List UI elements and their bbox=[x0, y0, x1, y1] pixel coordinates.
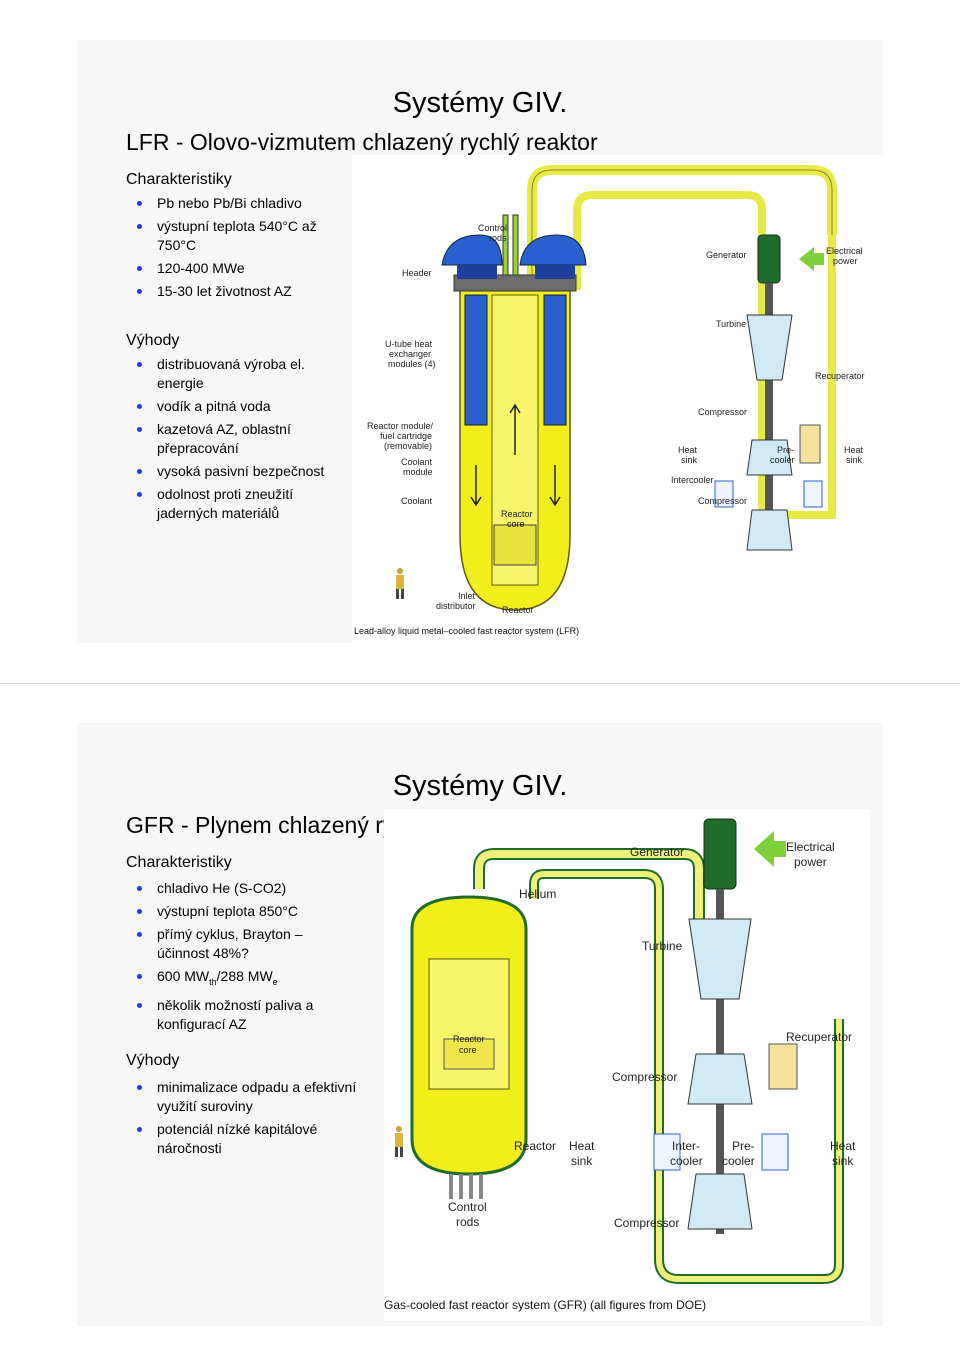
list-item: odolnost proti zneužití jaderných materi… bbox=[126, 485, 326, 523]
svg-text:cooler: cooler bbox=[770, 455, 795, 465]
slide-lfr: Systémy GIV. LFR - Olovo-vizmutem chlaze… bbox=[77, 40, 883, 643]
slide-title: Systémy GIV. bbox=[392, 770, 568, 802]
slide-subtitle: LFR - Olovo-vizmutem chlazený rychlý rea… bbox=[126, 129, 598, 155]
list-item: chladivo He (S-CO2) bbox=[126, 879, 331, 898]
list-item: 120-400 MWe bbox=[126, 259, 351, 278]
list-item: 15-30 let životnost AZ bbox=[126, 282, 351, 301]
label-heat-sink: Heat bbox=[844, 445, 864, 455]
characteristics-list: Pb nebo Pb/Bi chladivo výstupní teplota … bbox=[126, 194, 351, 305]
label-reactor-core: Reactor bbox=[501, 509, 533, 519]
advantages-heading: Výhody bbox=[126, 1052, 180, 1069]
label-precooler: Pre- bbox=[777, 445, 794, 455]
page-divider bbox=[0, 683, 960, 684]
svg-text:sink: sink bbox=[832, 1154, 854, 1168]
svg-text:sink: sink bbox=[681, 455, 698, 465]
label-intercooler: Inter- bbox=[672, 1139, 700, 1153]
svg-text:cooler: cooler bbox=[722, 1154, 755, 1168]
label-header: Header bbox=[402, 268, 432, 278]
label-electrical-power: Electrical bbox=[786, 840, 835, 854]
label-compressor: Compressor bbox=[612, 1070, 677, 1084]
list-item: 600 MWth/288 MWe bbox=[126, 967, 331, 992]
label-inlet: Inlet bbox=[458, 591, 476, 601]
list-item: distribuovaná výroba el. energie bbox=[126, 355, 326, 393]
figure-caption: Lead-alloy liquid metal–cooled fast reac… bbox=[354, 626, 579, 636]
label-precooler: Pre- bbox=[732, 1139, 755, 1153]
advantages-list: minimalizace odpadu a efektivní využití … bbox=[126, 1078, 376, 1162]
list-item: několik možností paliva a konfigurací AZ bbox=[126, 996, 331, 1034]
label-recuperator: Recuperator bbox=[786, 1030, 852, 1044]
svg-text:(removable): (removable) bbox=[384, 441, 432, 451]
svg-text:core: core bbox=[459, 1045, 477, 1055]
characteristics-list: chladivo He (S-CO2) výstupní teplota 850… bbox=[126, 879, 331, 1038]
list-item: Pb nebo Pb/Bi chladivo bbox=[126, 194, 351, 213]
list-item: přímý cyklus, Brayton – účinnost 48%? bbox=[126, 925, 331, 963]
label-reactor-core: Reactor bbox=[453, 1034, 485, 1044]
characteristics-heading: Charakteristiky bbox=[126, 171, 232, 188]
svg-text:power: power bbox=[833, 256, 858, 266]
label-compressor: Compressor bbox=[614, 1216, 679, 1230]
list-item: minimalizace odpadu a efektivní využití … bbox=[126, 1078, 376, 1116]
svg-text:sink: sink bbox=[571, 1154, 593, 1168]
label-heat-sink: Heat bbox=[678, 445, 698, 455]
label-turbine: Turbine bbox=[642, 939, 683, 953]
label-u-tube: U-tube heat bbox=[385, 339, 433, 349]
advantages-list: distribuovaná výroba el. energie vodík a… bbox=[126, 355, 326, 527]
list-item: výstupní teplota 540°C až 750°C bbox=[126, 217, 327, 255]
label-compressor: Compressor bbox=[698, 496, 747, 506]
svg-text:fuel cartridge: fuel cartridge bbox=[380, 431, 432, 441]
label-electrical-power: Electrical bbox=[826, 246, 863, 256]
label-coolant-module: Coolant bbox=[401, 457, 433, 467]
label-control-rods: Control bbox=[448, 1200, 487, 1214]
label-control-rods: Control bbox=[478, 223, 507, 233]
list-item: vysoká pasivní bezpečnost bbox=[126, 462, 326, 481]
characteristics-heading: Charakteristiky bbox=[126, 854, 232, 871]
svg-text:cooler: cooler bbox=[670, 1154, 703, 1168]
label-coolant: Coolant bbox=[401, 496, 433, 506]
label-reactor: Reactor bbox=[514, 1139, 556, 1153]
svg-text:core: core bbox=[507, 519, 525, 529]
svg-text:sink: sink bbox=[846, 455, 863, 465]
svg-text:module: module bbox=[403, 467, 433, 477]
lfr-diagram: Header Control rods U-tube heat exchange… bbox=[352, 155, 883, 643]
list-item: vodík a pitná voda bbox=[126, 397, 326, 416]
svg-text:rods: rods bbox=[489, 233, 507, 243]
label-helium: Helium bbox=[519, 887, 556, 901]
label-heat-sink: Heat bbox=[830, 1139, 856, 1153]
svg-text:power: power bbox=[794, 855, 827, 869]
label-turbine: Turbine bbox=[716, 319, 746, 329]
label-generator: Generator bbox=[706, 250, 747, 260]
slide-title: Systémy GIV. bbox=[392, 87, 568, 119]
label-compressor: Compressor bbox=[698, 407, 747, 417]
label-generator: Generator bbox=[630, 845, 684, 859]
list-item: potenciál nízké kapitálové náročnosti bbox=[126, 1120, 376, 1158]
gfr-diagram: Generator Electrical power Helium Turbin… bbox=[384, 809, 870, 1321]
svg-text:distributor: distributor bbox=[436, 601, 476, 611]
svg-text:exchanger: exchanger bbox=[389, 349, 431, 359]
list-item: kazetová AZ, oblastní přepracování bbox=[126, 420, 326, 458]
svg-text:rods: rods bbox=[456, 1215, 479, 1229]
figure-caption: Gas-cooled fast reactor system (GFR) (al… bbox=[384, 1298, 706, 1312]
label-heat-sink: Heat bbox=[569, 1139, 595, 1153]
list-item: výstupní teplota 850°C bbox=[126, 902, 331, 921]
label-reactor: Reactor bbox=[502, 605, 534, 615]
slide-gfr: Systémy GIV. GFR - Plynem chlazený rychl… bbox=[77, 723, 883, 1326]
label-recuperator: Recuperator bbox=[815, 371, 865, 381]
label-reactor-module: Reactor module/ bbox=[367, 421, 434, 431]
advantages-heading: Výhody bbox=[126, 332, 180, 349]
label-intercooler: Intercooler bbox=[671, 475, 714, 485]
svg-text:modules (4): modules (4) bbox=[388, 359, 436, 369]
